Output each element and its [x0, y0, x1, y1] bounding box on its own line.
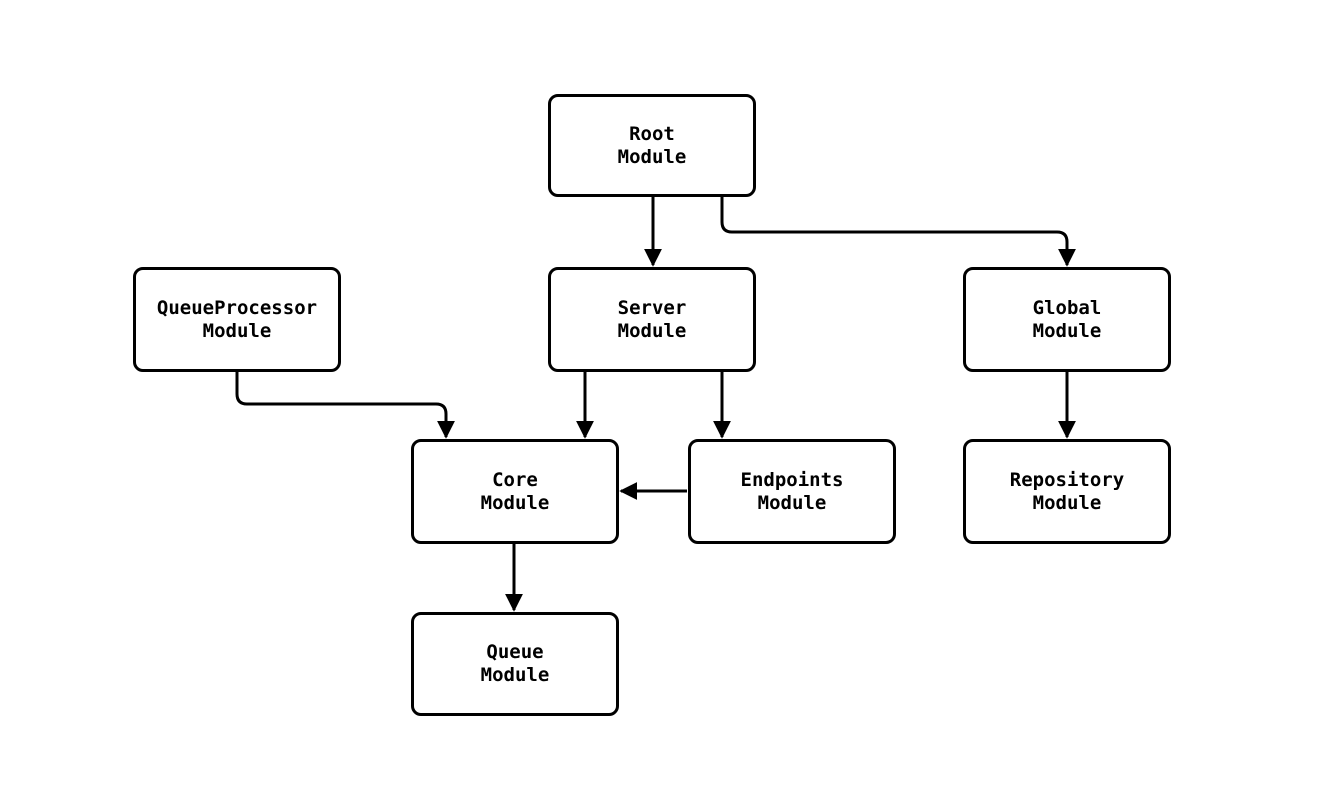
- node-server-module: Server Module: [548, 267, 756, 372]
- node-global-module: Global Module: [963, 267, 1171, 372]
- edge-root-global: [720, 197, 1076, 267]
- node-queue-module: Queue Module: [411, 612, 619, 716]
- node-core-module: Core Module: [411, 439, 619, 544]
- node-repository-module: Repository Module: [963, 439, 1171, 544]
- node-endpoints-module: Endpoints Module: [688, 439, 896, 544]
- node-root-module: Root Module: [548, 94, 756, 197]
- node-queueprocessor-module: QueueProcessor Module: [133, 267, 341, 372]
- edge-queueprocessor-core: [235, 372, 455, 439]
